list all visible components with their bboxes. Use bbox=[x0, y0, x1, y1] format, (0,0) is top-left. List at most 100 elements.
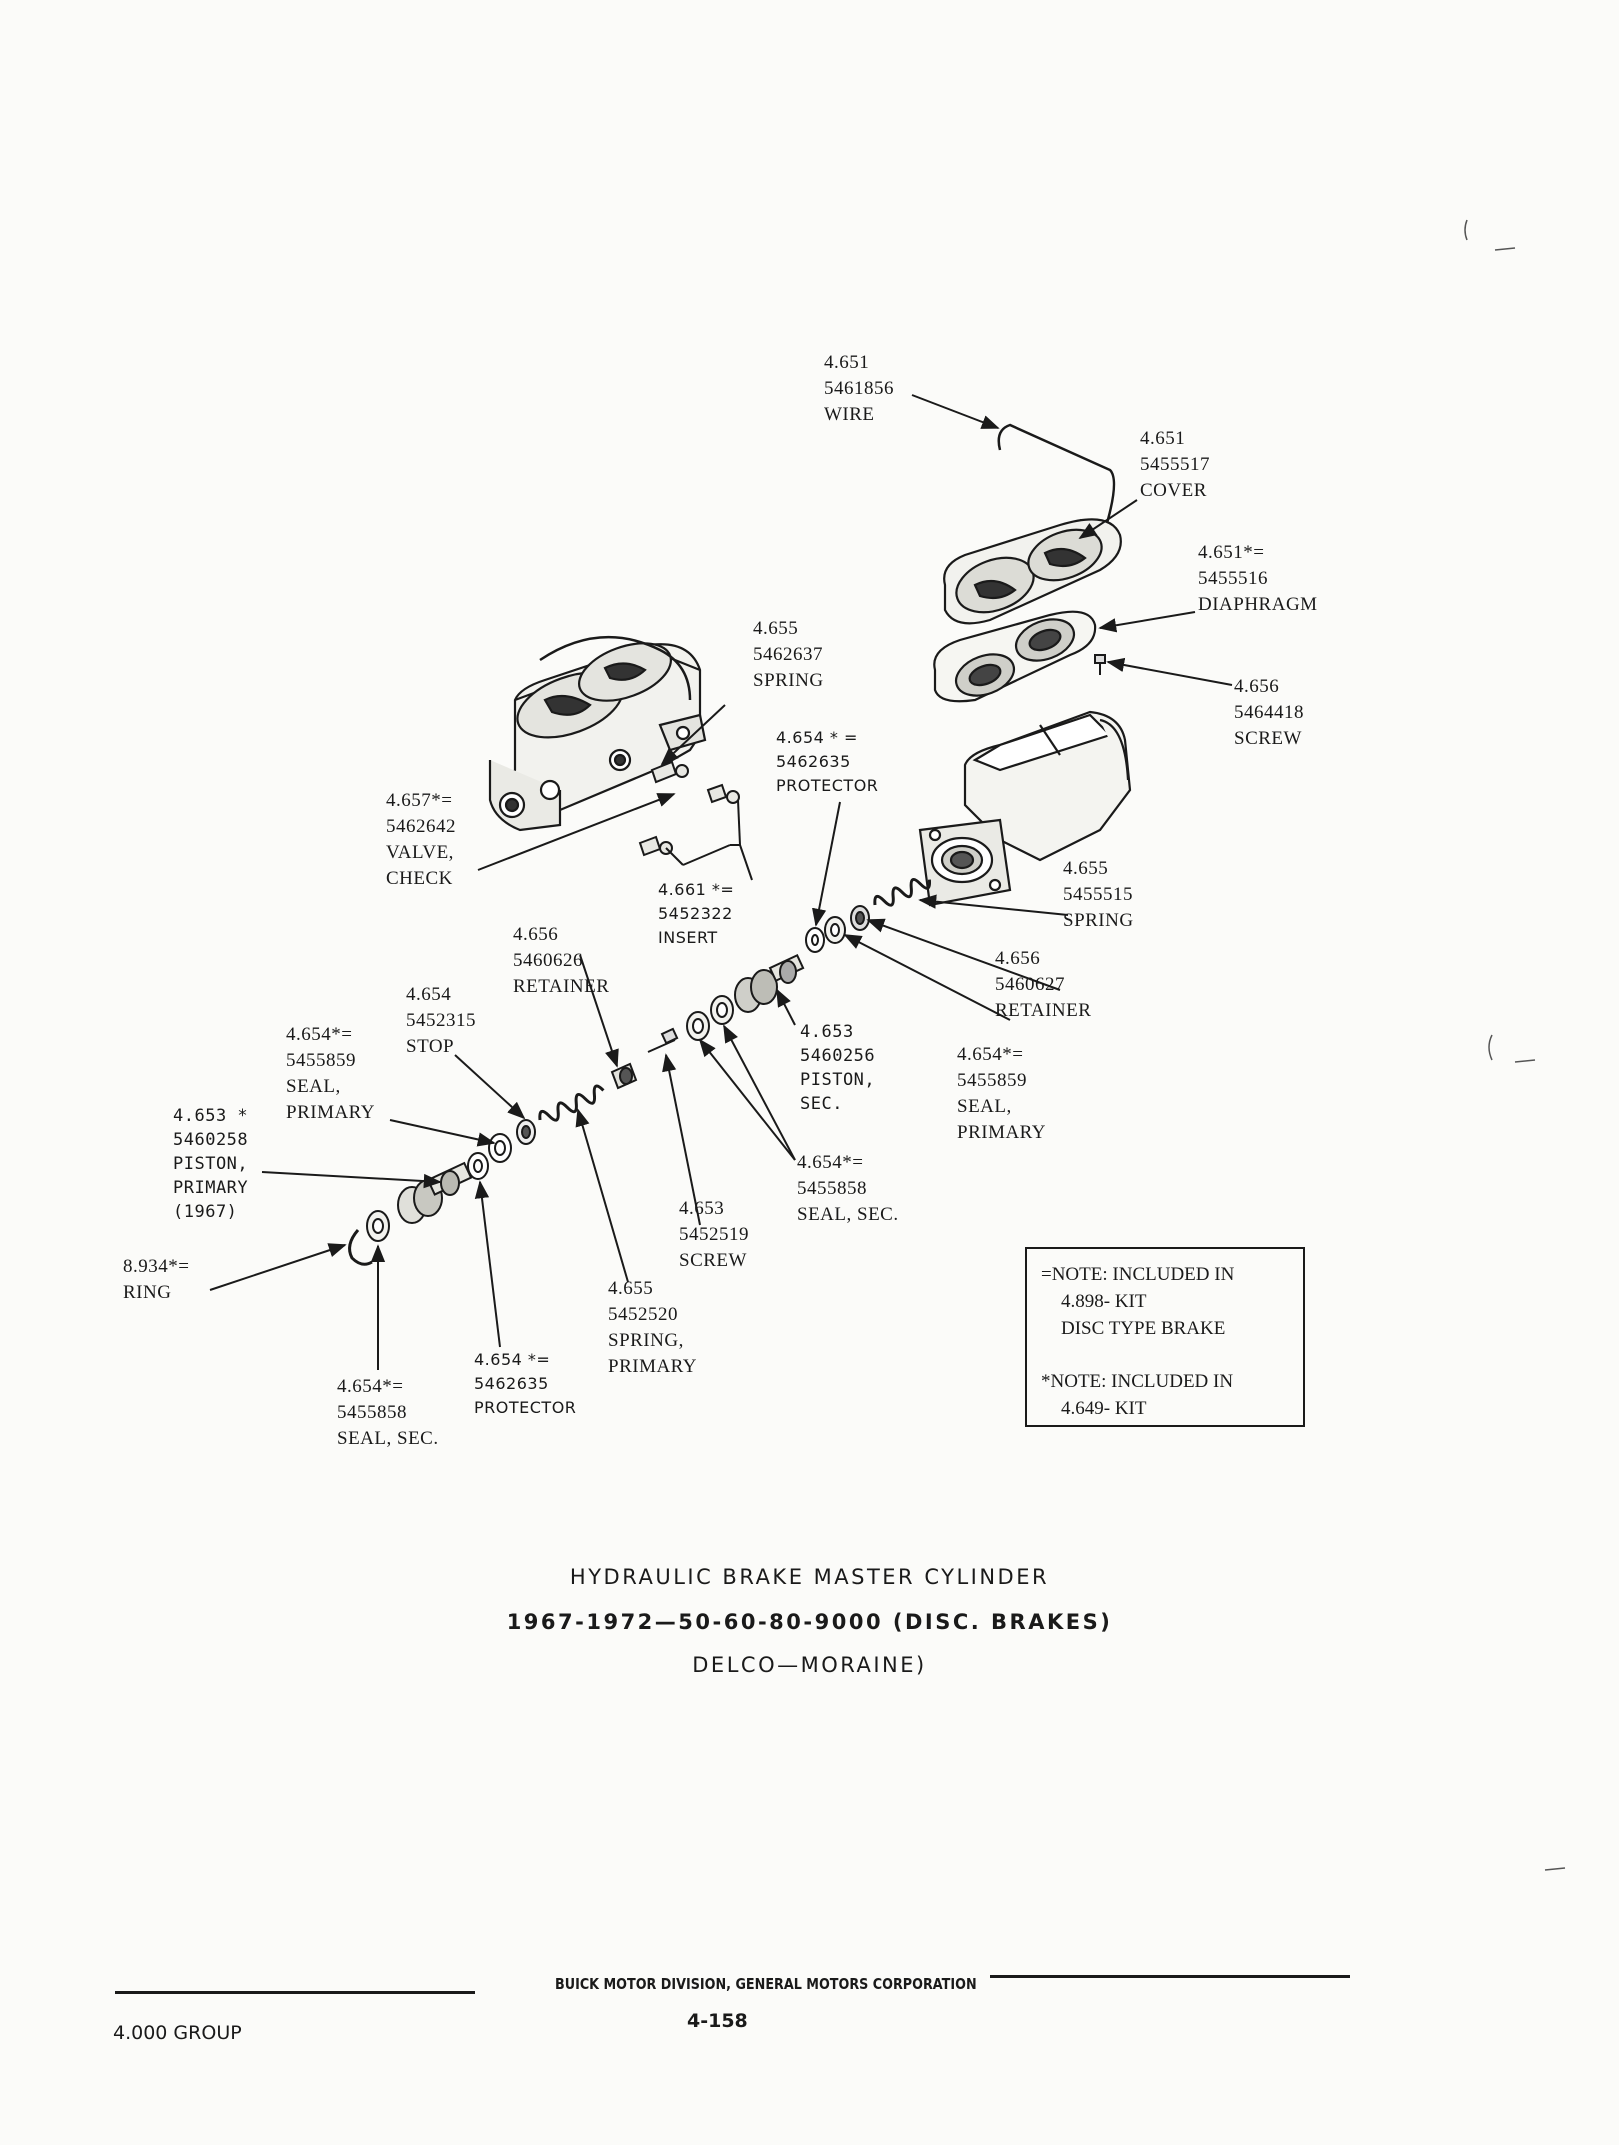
footer-rule-right bbox=[990, 1975, 1350, 1978]
callout-line: 4.651 bbox=[1140, 428, 1186, 449]
callout-line: RETAINER bbox=[995, 1000, 1092, 1021]
callout-line: 5455516 bbox=[1198, 568, 1268, 589]
callout-line: WIRE bbox=[824, 404, 875, 425]
callout-line: 5462642 bbox=[386, 816, 456, 837]
callout-line: (1967) bbox=[173, 1202, 238, 1222]
protector-upper bbox=[805, 927, 825, 953]
secondary-seal-lower bbox=[366, 1210, 390, 1242]
callout-line: PISTON, bbox=[173, 1154, 249, 1174]
callout-line: 5455517 bbox=[1140, 454, 1210, 475]
secondary-seals-mid bbox=[686, 995, 734, 1041]
callout-line: 4.653 bbox=[679, 1198, 725, 1219]
callout-line: 4.651*= bbox=[1198, 542, 1265, 563]
retainer-right bbox=[850, 905, 870, 931]
callout-line: SEAL, SEC. bbox=[797, 1204, 899, 1225]
footer-group: 4.000 GROUP bbox=[113, 2022, 242, 2044]
callout-line: CHECK bbox=[386, 868, 453, 889]
callout-line: 4.654 * = bbox=[776, 728, 858, 747]
note-line-5: 4.649- KIT bbox=[1061, 1398, 1147, 1419]
callout-line: PISTON, bbox=[800, 1070, 876, 1090]
callout-line: PRIMARY bbox=[286, 1102, 376, 1123]
callout-line: SPRING bbox=[1063, 910, 1134, 931]
callout-line: 5462635 bbox=[776, 752, 851, 771]
leader-lines bbox=[209, 394, 1233, 1370]
assembled-master-cylinder bbox=[488, 635, 707, 832]
callout-line: 4.654*= bbox=[957, 1044, 1024, 1065]
callout-line: PRIMARY bbox=[608, 1356, 698, 1377]
callout-line: 4.657*= bbox=[386, 790, 453, 811]
callout-line: 4.656 bbox=[513, 924, 559, 945]
callout-line: PROTECTOR bbox=[474, 1398, 577, 1417]
callout-line: 5462635 bbox=[474, 1374, 549, 1393]
callout-line: 4.653 * bbox=[173, 1106, 249, 1126]
callout-line: 5464418 bbox=[1234, 702, 1304, 723]
note-line-2: 4.898- KIT bbox=[1061, 1291, 1147, 1312]
callout-line: 5452322 bbox=[658, 904, 733, 923]
callout-line: 4.656 bbox=[995, 948, 1041, 969]
kit-note-box: =NOTE: INCLUDED IN 4.898- KIT DISC TYPE … bbox=[1025, 1247, 1305, 1427]
primary-spring bbox=[538, 1084, 605, 1122]
callout-line: 8.934*= bbox=[123, 1256, 190, 1277]
callout-line: SPRING, bbox=[608, 1330, 684, 1351]
secondary-spring bbox=[873, 878, 932, 907]
callout-line: 5461856 bbox=[824, 378, 894, 399]
callout-line: 5455515 bbox=[1063, 884, 1133, 905]
callout-line: 5455859 bbox=[957, 1070, 1027, 1091]
callout-line: 4.661 *= bbox=[658, 880, 735, 899]
note-line-1: =NOTE: INCLUDED IN bbox=[1041, 1264, 1235, 1285]
reservoir-cover bbox=[943, 518, 1122, 625]
callout-line: 4.654 bbox=[406, 984, 452, 1005]
callout-line: INSERT bbox=[658, 928, 718, 947]
label-ring: 8.934*= RING bbox=[123, 1254, 189, 1306]
callout-line: SEAL, bbox=[957, 1096, 1012, 1117]
retainer-mid bbox=[610, 1062, 638, 1090]
cover-screw bbox=[1094, 654, 1106, 675]
primary-seal-right bbox=[824, 916, 846, 944]
callout-line: 4.654*= bbox=[797, 1152, 864, 1173]
callout-line: 4.654*= bbox=[286, 1024, 353, 1045]
callout-line: 4.655 bbox=[608, 1278, 654, 1299]
scan-marks bbox=[1464, 219, 1566, 1871]
footer-publisher: BUICK MOTOR DIVISION, GENERAL MOTORS COR… bbox=[555, 1975, 977, 1993]
callout-line: 5460626 bbox=[513, 950, 583, 971]
callout-line: 5455859 bbox=[286, 1050, 356, 1071]
secondary-piston bbox=[734, 953, 805, 1013]
check-valve-parts bbox=[638, 760, 740, 857]
callout-line: SCREW bbox=[679, 1250, 747, 1271]
callout-line: SCREW bbox=[1234, 728, 1302, 749]
callout-line: RING bbox=[123, 1282, 172, 1303]
callout-line: 5452519 bbox=[679, 1224, 749, 1245]
callout-line: PROTECTOR bbox=[776, 776, 879, 795]
callout-line: 4.651 bbox=[824, 352, 870, 373]
callout-line: COVER bbox=[1140, 480, 1207, 501]
protector-lower bbox=[467, 1152, 489, 1180]
primary-seal-left bbox=[488, 1133, 512, 1163]
callout-line: 5455858 bbox=[797, 1178, 867, 1199]
callout-line: SEC. bbox=[800, 1094, 843, 1114]
callout-line: DIAPHRAGM bbox=[1198, 594, 1318, 615]
footer-rule-left bbox=[115, 1991, 475, 1994]
note-line-4: *NOTE: INCLUDED IN bbox=[1041, 1371, 1234, 1392]
callout-line: PRIMARY bbox=[173, 1178, 249, 1198]
callout-line: PRIMARY bbox=[957, 1122, 1047, 1143]
